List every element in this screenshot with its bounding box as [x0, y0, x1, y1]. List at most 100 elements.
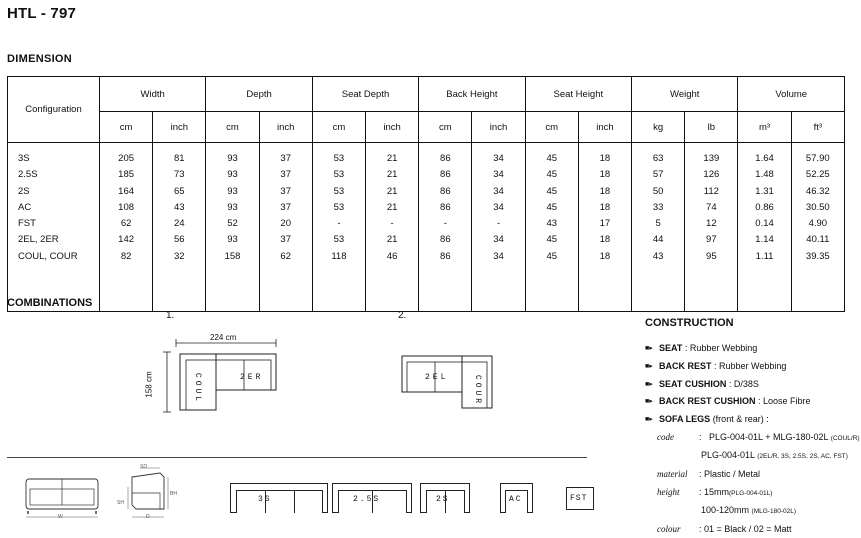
value-cell: 12	[706, 218, 717, 230]
value-cell: 37	[280, 185, 291, 197]
module-ac: AC	[500, 483, 533, 513]
sketch-label-sd: SD	[140, 464, 147, 470]
value-cell: 34	[493, 201, 504, 213]
value-cell: 45	[546, 169, 558, 181]
value-cell: 82	[120, 250, 132, 262]
construction-item-value: : Loose Fibre	[755, 396, 811, 407]
unit-header: lb	[684, 111, 739, 143]
value-cell: 37	[280, 169, 291, 181]
value-cell: 53	[333, 169, 345, 181]
value-cell: 86	[440, 234, 451, 246]
combination-2-part-a-label: 2EL	[425, 373, 449, 382]
config-cell: 2EL, 2ER	[18, 234, 59, 246]
construction-item-key: SEAT	[659, 343, 683, 354]
unit-header: cm	[418, 111, 473, 143]
construction-code-row-2: PLG-004-01L (2EL/R, 3S, 2.5S, 2S, AC, FS…	[645, 447, 857, 466]
value-cell: 57	[652, 169, 664, 181]
construction-item-key: SOFA LEGS	[659, 414, 711, 425]
section-divider	[7, 457, 587, 458]
value-cell: 46.32	[805, 185, 830, 197]
material-value: : Plastic / Metal	[699, 469, 761, 480]
value-cell: 5	[655, 218, 661, 230]
value-cell: 158	[224, 250, 241, 262]
construction-list: ■▸SEAT : Rubber Webbing■▸BACK REST : Rub…	[645, 340, 860, 538]
height-label: height	[657, 486, 680, 497]
value-cell: 39.35	[805, 250, 830, 262]
code-value-1: PLG-004-01L + MLG-180-02L	[709, 431, 829, 442]
value-cell: 139	[703, 153, 720, 164]
height-note-1: (PLG-004-01L)	[729, 489, 773, 497]
construction-code-row-1: code: PLG-004-01L + MLG-180-02L (COUL/R)	[645, 429, 860, 448]
group-header: Weight	[631, 76, 739, 112]
value-cell: 40.11	[806, 234, 830, 246]
unit-header: inch	[471, 111, 526, 143]
combination-2-drawing	[401, 355, 493, 409]
value-cell: 65	[174, 185, 185, 197]
value-cell: 44	[652, 234, 664, 246]
value-cell: 97	[706, 234, 717, 246]
dimension-heading: DIMENSION	[7, 53, 73, 65]
unit-header: m³	[737, 111, 792, 143]
config-header: Configuration	[7, 76, 100, 143]
construction-item-value: : Rubber Webbing	[711, 360, 787, 371]
bullet-icon: ■▸	[645, 362, 653, 370]
value-cell: 164	[118, 185, 135, 197]
value-cell: 52	[227, 218, 238, 230]
construction-item: ■▸SEAT : Rubber Webbing	[645, 340, 857, 358]
config-cell: 2.5S	[18, 169, 38, 181]
value-cell: 17	[599, 218, 611, 230]
construction-item: ■▸BACK REST : Rubber Webbing	[645, 358, 857, 376]
value-cell: 93	[227, 185, 238, 197]
bullet-icon: ■▸	[645, 380, 653, 388]
unit-header: inch	[152, 111, 207, 143]
unit-header: inch	[577, 111, 633, 143]
value-cell: 1.14	[755, 234, 774, 246]
value-cell: 18	[599, 201, 611, 213]
value-cell: 62	[120, 218, 132, 230]
value-cell: 45	[546, 250, 558, 262]
value-cell: 93	[227, 201, 238, 213]
value-cell: 18	[599, 169, 611, 181]
sketch-label-bh: BH	[170, 491, 177, 497]
value-cell: 18	[599, 234, 611, 246]
value-cell: 185	[118, 169, 135, 181]
value-cell: 112	[703, 185, 719, 197]
unit-header: cm	[98, 111, 154, 143]
value-cell: 74	[706, 201, 717, 213]
construction-heading: CONSTRUCTION	[645, 317, 734, 329]
construction-height-row-1: height: 15mm(PLG-004-01L)	[645, 484, 857, 503]
colour-label: colour	[657, 523, 681, 534]
value-cell: 45	[546, 185, 558, 197]
value-cell: 37	[280, 201, 291, 213]
value-cell: 73	[174, 169, 185, 181]
combination-1-number: 1.	[166, 310, 175, 321]
unit-header: kg	[631, 111, 686, 143]
value-cell: 21	[386, 169, 398, 181]
unit-header: cm	[311, 111, 367, 143]
value-cell: 62	[280, 250, 291, 262]
module-2-5s: 2.5S	[332, 483, 412, 513]
value-cell: -	[496, 218, 501, 230]
value-cell: 1.31	[755, 185, 774, 197]
combination-1-drawing	[163, 339, 277, 413]
config-cell: AC	[18, 201, 32, 213]
module-ac-label: AC	[509, 495, 523, 504]
value-cell: 53	[333, 201, 345, 213]
value-cell: 53	[333, 234, 345, 246]
value-cell: 81	[174, 153, 185, 164]
value-cell: 24	[174, 218, 185, 230]
value-cell: 30.50	[805, 201, 830, 213]
code-note-2: (2EL/R, 3S, 2.5S, 2S, AC, FST)	[757, 453, 848, 461]
height-note-2: (MLG-180-02L)	[751, 508, 796, 516]
config-cell: 3S	[18, 153, 30, 164]
value-cell: 50	[652, 185, 664, 197]
module-2s-label: 2S	[436, 495, 450, 504]
value-cell: 20	[280, 218, 291, 230]
